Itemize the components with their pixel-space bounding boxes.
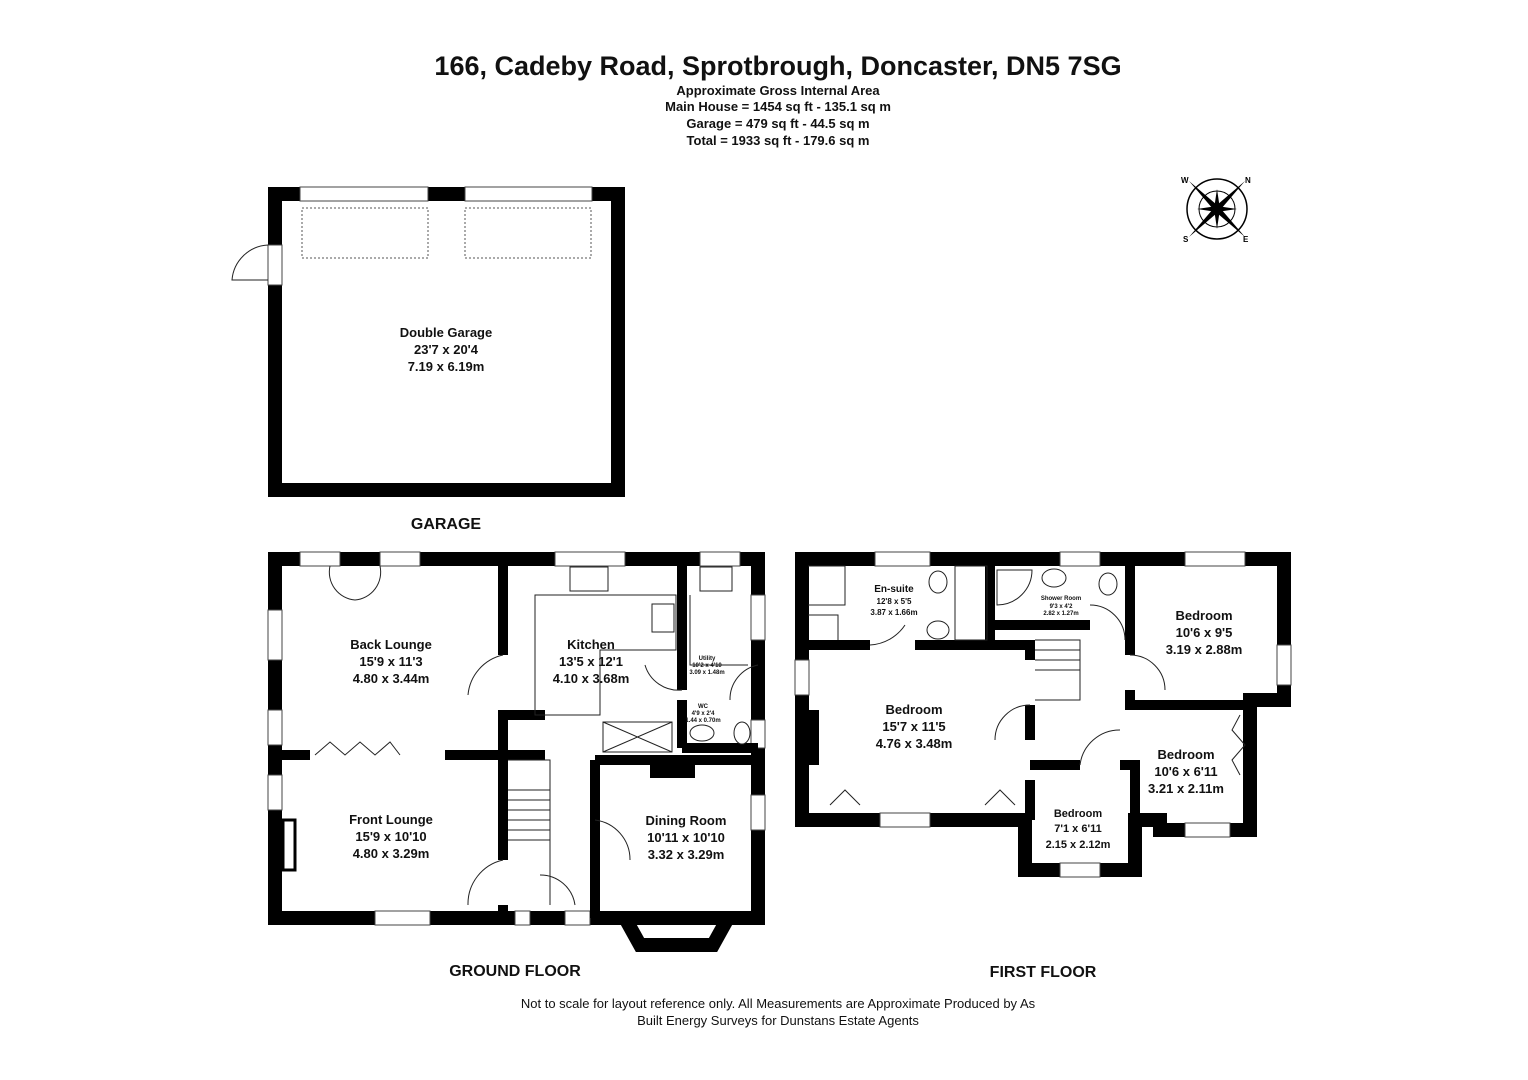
first-floor-plan: En-suite 12'8 x 5'5 3.87 x 1.66m Shower …	[794, 551, 1292, 981]
room-imperial: 10'6 x 9'5	[1176, 625, 1233, 640]
area-total: Total = 1933 sq ft - 179.6 sq m	[687, 133, 870, 148]
room-imperial: 9'3 x 4'2	[1050, 604, 1074, 610]
room-metric: 2.82 x 1.27m	[1043, 611, 1078, 617]
floor-label-ground: GROUND FLOOR	[449, 963, 581, 980]
room-imperial: 15'9 x 10'10	[355, 829, 426, 844]
compass-n: N	[1245, 176, 1251, 185]
room-name: Bedroom	[885, 702, 942, 717]
floor-label-garage: GARAGE	[411, 516, 482, 533]
room-name: Dining Room	[646, 813, 727, 828]
compass-s: S	[1183, 235, 1189, 244]
room-name: Front Lounge	[349, 812, 433, 827]
room-metric: 3.32 x 3.29m	[648, 847, 725, 862]
room-name: Kitchen	[567, 637, 615, 652]
room-metric: 3.87 x 1.66m	[870, 608, 917, 617]
compass-w: W	[1181, 176, 1189, 185]
room-metric: 7.19 x 6.19m	[408, 359, 485, 374]
room-metric: 4.80 x 3.44m	[353, 671, 430, 686]
room-metric: 3.19 x 2.88m	[1166, 642, 1243, 657]
area-garage: Garage = 479 sq ft - 44.5 sq m	[686, 116, 869, 131]
room-metric: 4.76 x 3.48m	[876, 736, 953, 751]
room-metric: 4.80 x 3.29m	[353, 846, 430, 861]
room-imperial: 10'6 x 6'11	[1154, 764, 1217, 779]
room-imperial: 10'2 x 4'10	[692, 663, 722, 669]
room-imperial: 12'8 x 5'5	[877, 597, 912, 606]
disclaimer-line-2: Built Energy Surveys for Dunstans Estate…	[637, 1013, 919, 1028]
disclaimer-line-1: Not to scale for layout reference only. …	[521, 996, 1036, 1011]
room-imperial: 4'9 x 2'4	[692, 711, 716, 717]
room-name: En-suite	[874, 584, 914, 595]
area-main-house: Main House = 1454 sq ft - 135.1 sq m	[665, 99, 891, 114]
room-name: Bedroom	[1054, 808, 1103, 820]
room-metric: 3.09 x 1.48m	[689, 670, 724, 676]
room-metric: 3.21 x 2.11m	[1148, 781, 1224, 796]
room-name: Double Garage	[400, 325, 492, 340]
room-imperial: 13'5 x 12'1	[559, 654, 623, 669]
room-name: Back Lounge	[350, 637, 432, 652]
garage-plan: Double Garage 23'7 x 20'4 7.19 x 6.19m G…	[231, 186, 625, 533]
room-imperial: 15'7 x 11'5	[882, 719, 945, 734]
compass-e: E	[1243, 235, 1249, 244]
property-title: 166, Cadeby Road, Sprotbrough, Doncaster…	[434, 51, 1121, 81]
room-imperial: 23'7 x 20'4	[414, 342, 479, 357]
floor-label-first: FIRST FLOOR	[990, 964, 1097, 981]
room-name: Shower Room	[1041, 596, 1081, 602]
room-imperial: 7'1 x 6'11	[1054, 823, 1101, 835]
room-metric: 1.44 x 0.70m	[685, 718, 720, 724]
room-name: Bedroom	[1157, 747, 1214, 762]
ground-floor-plan: Back Lounge 15'9 x 11'3 4.80 x 3.44m Kit…	[267, 551, 766, 980]
area-subtitle: Approximate Gross Internal Area	[676, 83, 880, 98]
room-name: WC	[698, 704, 709, 710]
room-metric: 2.15 x 2.12m	[1046, 839, 1111, 851]
room-imperial: 10'11 x 10'10	[647, 830, 725, 845]
room-name: Bedroom	[1175, 608, 1232, 623]
room-metric: 4.10 x 3.68m	[553, 671, 630, 686]
room-imperial: 15'9 x 11'3	[359, 654, 422, 669]
compass-rose-icon: N E S W	[1181, 176, 1251, 244]
room-name: Utility	[699, 656, 716, 662]
